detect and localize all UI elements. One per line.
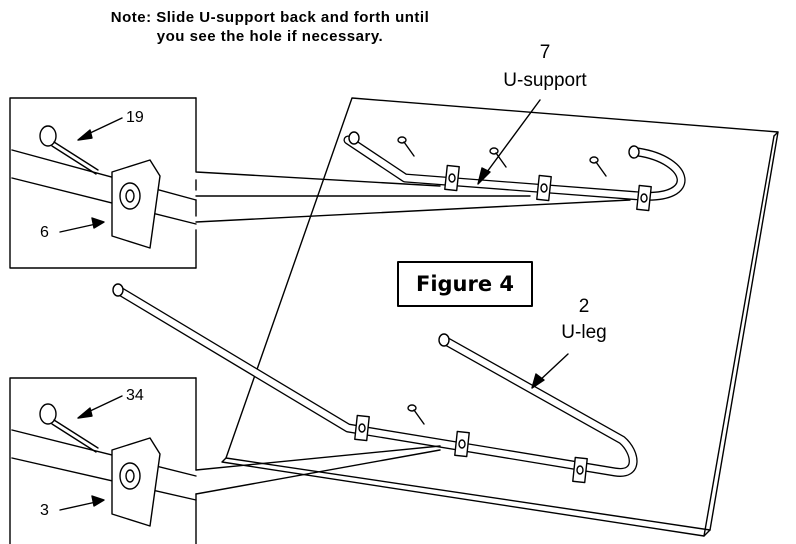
note-line-1: Note: Slide U-support back and forth unt… (110, 9, 430, 26)
screw-icon (397, 136, 415, 157)
clip (572, 456, 588, 484)
label-arrows (477, 99, 569, 389)
support-clips (444, 164, 652, 212)
clip (444, 164, 460, 192)
note-line-2: you see the hole if necessary. (156, 28, 384, 45)
small-screws (397, 136, 607, 425)
figure-label: Figure 4 (416, 272, 514, 296)
clip (454, 430, 470, 458)
screw-icon (489, 147, 507, 168)
u-leg-number: 2 (579, 296, 590, 317)
u-leg-name: U-leg (561, 322, 606, 343)
screw-icon (407, 404, 425, 425)
screw-bottom-number: 34 (126, 387, 144, 404)
u-leg-tube (112, 283, 638, 477)
detail-callout-top (9, 97, 631, 269)
clip-top-number: 6 (40, 224, 49, 241)
screw-head-icon (39, 403, 57, 425)
screw-icon (589, 156, 607, 177)
u-support-name: U-support (503, 70, 587, 91)
assembly-note: Note: Slide U-support back and forth unt… (60, 8, 480, 46)
leg-clips (354, 414, 588, 484)
figure-label-box: Figure 4 (397, 261, 533, 307)
table-board (221, 97, 779, 537)
u-support-number: 7 (540, 42, 551, 63)
detail-callout-bottom (9, 377, 441, 544)
clip (536, 174, 552, 202)
clip-bottom-number: 3 (40, 502, 49, 519)
clip (354, 414, 370, 442)
screw-head-icon (39, 125, 57, 147)
screw-top-number: 19 (126, 109, 144, 126)
clip (636, 184, 652, 212)
